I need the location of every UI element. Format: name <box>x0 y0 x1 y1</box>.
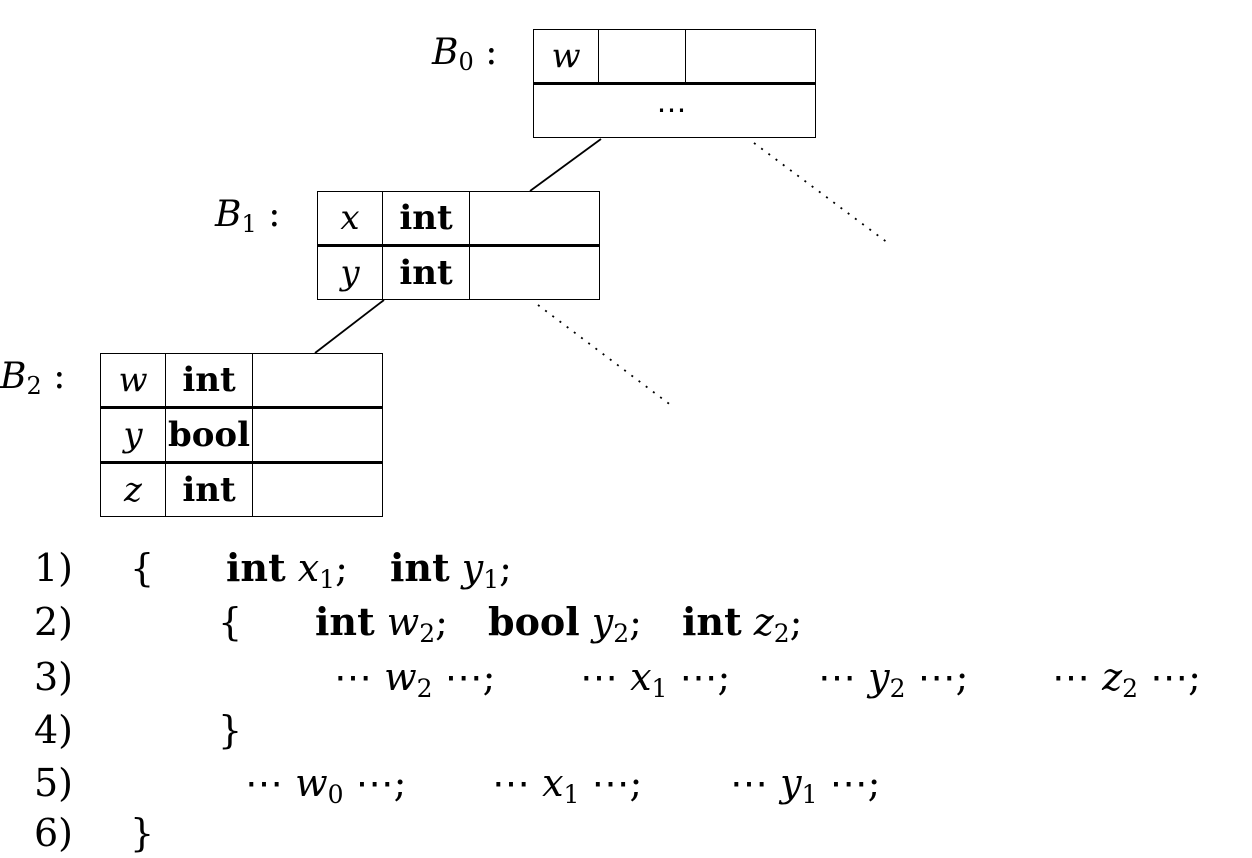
use-expression: ⋯ x1 ⋯; <box>580 655 731 703</box>
close-brace: } <box>218 708 243 752</box>
b1-row1-info <box>469 191 600 246</box>
declaration: int w2; <box>315 599 448 648</box>
b2-row2-info <box>252 406 383 463</box>
block-b1-label: B1 : <box>215 194 281 238</box>
declaration: bool y2; <box>488 599 642 648</box>
close-brace: } <box>130 811 155 855</box>
use-expression: ⋯ w2 ⋯; <box>334 655 496 703</box>
line-number: 1) <box>34 546 74 590</box>
b2-row3-name: z <box>100 461 166 517</box>
block-b2-table: w int y bool z int <box>100 353 383 517</box>
block-b0-label: B0 : <box>432 32 498 76</box>
line-number: 5) <box>34 761 74 805</box>
declaration: int y1; <box>390 545 512 594</box>
table-row: w int <box>100 353 383 408</box>
line-number: 2) <box>34 600 74 644</box>
line-number: 6) <box>34 811 74 855</box>
use-expression: ⋯ x1 ⋯; <box>492 761 643 809</box>
use-expression: ⋯ y1 ⋯; <box>730 761 881 809</box>
b1-row2-name: y <box>317 244 383 300</box>
b2-row1-info <box>252 353 383 408</box>
table-row: y bool <box>100 406 383 463</box>
b0-more-row: ⋯ <box>533 82 816 138</box>
link-b1-b2 <box>314 299 385 354</box>
declaration: int z2; <box>682 599 803 648</box>
link-b0-dotted <box>753 142 889 244</box>
b2-row2-type: bool <box>165 406 253 463</box>
table-row: z int <box>100 461 383 517</box>
b2-row1-type: int <box>165 353 253 408</box>
b2-row2-name: y <box>100 406 166 463</box>
line-number: 4) <box>34 708 74 752</box>
b1-row1-type: int <box>382 191 470 246</box>
table-row: y int <box>317 244 600 300</box>
block-b1-table: x int y int <box>317 191 600 300</box>
b2-row3-info <box>252 461 383 517</box>
b1-row2-info <box>469 244 600 300</box>
table-row: w <box>533 29 816 84</box>
b1-row1-name: x <box>317 191 383 246</box>
b0-row1-name: w <box>533 29 599 84</box>
block-b0-table: w ⋯ <box>533 29 816 138</box>
block-b2-label: B2 : <box>0 356 66 400</box>
b2-row1-name: w <box>100 353 166 408</box>
table-row: ⋯ <box>533 82 816 138</box>
b0-row1-type <box>598 29 686 84</box>
declaration: int x1; <box>226 545 348 594</box>
use-expression: ⋯ w0 ⋯; <box>245 761 407 809</box>
link-b0-b1 <box>529 138 602 192</box>
b1-row2-type: int <box>382 244 470 300</box>
table-row: x int <box>317 191 600 246</box>
use-expression: ⋯ y2 ⋯; <box>818 655 969 703</box>
open-brace: { <box>218 600 243 644</box>
link-b1-dotted <box>537 304 673 407</box>
open-brace: { <box>130 546 155 590</box>
use-expression: ⋯ z2 ⋯; <box>1052 655 1201 703</box>
line-number: 3) <box>34 655 74 699</box>
